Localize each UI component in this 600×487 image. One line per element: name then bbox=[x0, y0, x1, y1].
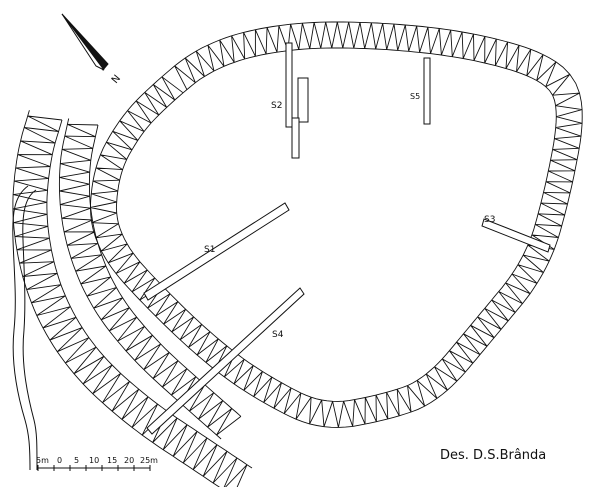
drawing-credit: Des. D.S.Brânda bbox=[440, 448, 546, 463]
scale-tick-label: 20 bbox=[124, 456, 134, 465]
rampart-edge bbox=[46, 119, 253, 469]
rampart-hachure bbox=[59, 123, 242, 436]
scale-tick-label: 10 bbox=[89, 456, 99, 465]
trench-s3 bbox=[481, 218, 551, 253]
rampart-hachure bbox=[90, 21, 583, 428]
north-arrow-icon: N bbox=[61, 13, 123, 86]
trench-label-s3: S3 bbox=[484, 215, 495, 225]
scale-tick-label: 0 bbox=[57, 456, 62, 465]
rampart-edge bbox=[12, 110, 220, 487]
trench-s2 bbox=[285, 42, 309, 159]
stream-channel-inner bbox=[22, 189, 38, 471]
trench-s1 bbox=[143, 202, 290, 301]
rampart-edge bbox=[89, 21, 583, 428]
scale-tick-label: 25m bbox=[140, 456, 158, 465]
trench-s5 bbox=[423, 57, 431, 125]
rampart-edge bbox=[115, 47, 557, 402]
scale-tick-label: 5 bbox=[74, 456, 79, 465]
scale-tick-label: 15 bbox=[107, 456, 117, 465]
north-label: N bbox=[110, 73, 123, 86]
scale-tick-label: 5m bbox=[36, 456, 49, 465]
scale-bar: 5m 0 5 10 15 20 25m bbox=[36, 456, 158, 471]
trench-label-s2: S2 bbox=[271, 101, 282, 111]
rampart-edge bbox=[88, 124, 242, 417]
trench-s4 bbox=[146, 287, 305, 435]
stream-channel bbox=[12, 185, 31, 471]
trench-label-s1: S1 bbox=[204, 245, 215, 255]
trench-label-s5: S5 bbox=[410, 92, 420, 101]
trench-label-s4: S4 bbox=[272, 330, 284, 340]
rampart-hatching bbox=[12, 21, 583, 487]
